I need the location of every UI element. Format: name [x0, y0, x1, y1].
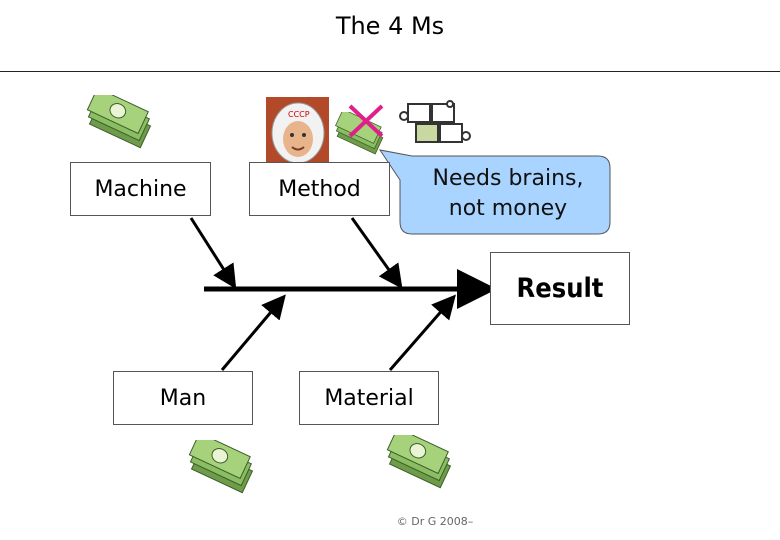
money-stack-icon — [188, 440, 254, 494]
footer-copyright: © Dr G 2008– — [396, 515, 474, 528]
method-arrow — [350, 217, 403, 289]
title-divider — [0, 71, 780, 72]
callout-line-1: Needs brains, — [432, 166, 584, 191]
money-stack-icon — [86, 95, 152, 149]
money-stack-icon — [386, 435, 452, 489]
material-node: Material — [299, 371, 439, 425]
page-title: The 4 Ms — [335, 12, 445, 40]
svg-text:CCCP: CCCP — [288, 110, 310, 119]
man-arrow — [220, 294, 286, 371]
callout-bubble — [378, 149, 611, 235]
machine-node: Machine — [70, 162, 211, 216]
callout-text: Needs brains, not money — [406, 164, 610, 224]
machine-arrow — [189, 217, 237, 290]
material-arrow — [388, 294, 456, 371]
method-node: Method — [249, 162, 390, 216]
result-node: Result — [490, 252, 630, 325]
puzzle-pieces-icon — [399, 100, 471, 143]
red-cross-icon — [348, 104, 384, 138]
astronaut-icon: CCCP — [266, 97, 329, 169]
callout-line-2: not money — [448, 196, 568, 221]
man-node: Man — [113, 371, 253, 425]
